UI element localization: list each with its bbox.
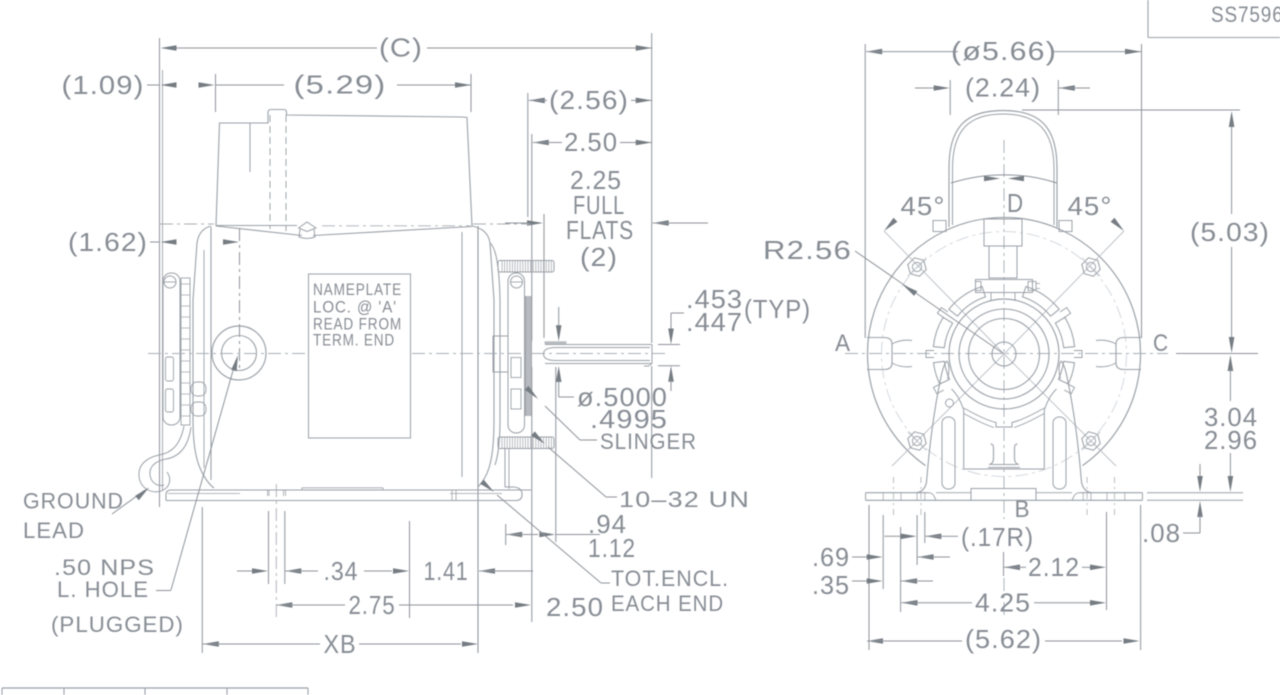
svg-text:1.41: 1.41 xyxy=(424,556,469,586)
svg-text:LEAD: LEAD xyxy=(23,518,85,543)
svg-text:.08: .08 xyxy=(1142,518,1181,548)
svg-text:.453: .453 xyxy=(686,284,743,314)
svg-text:4.25: 4.25 xyxy=(975,588,1031,618)
svg-text:.69: .69 xyxy=(812,542,850,572)
svg-text:.35: .35 xyxy=(812,570,850,600)
svg-text:C: C xyxy=(1153,330,1169,357)
svg-text:1.12: 1.12 xyxy=(588,533,636,563)
svg-text:.94: .94 xyxy=(588,509,627,539)
svg-text:FLATS: FLATS xyxy=(566,215,634,245)
svg-text:(TYP): (TYP) xyxy=(744,294,811,324)
svg-text:TERM. END: TERM. END xyxy=(313,332,395,350)
svg-text:EACH END: EACH END xyxy=(611,591,724,616)
svg-text:2.75: 2.75 xyxy=(349,590,396,620)
svg-text:(C): (C) xyxy=(379,33,423,63)
svg-text:A: A xyxy=(835,330,851,357)
svg-text:(ø5.66): (ø5.66) xyxy=(951,36,1057,66)
svg-text:.50 NPS: .50 NPS xyxy=(54,555,155,580)
svg-text:ø.5000: ø.5000 xyxy=(577,382,668,412)
svg-text:(2.24): (2.24) xyxy=(965,73,1041,103)
svg-text:.447: .447 xyxy=(686,307,743,337)
svg-text:GROUND: GROUND xyxy=(23,489,124,514)
svg-text:(PLUGGED): (PLUGGED) xyxy=(51,612,184,637)
svg-text:LOC. @ 'A': LOC. @ 'A' xyxy=(313,299,397,317)
svg-text:(1.62): (1.62) xyxy=(68,227,148,257)
svg-text:(2.56): (2.56) xyxy=(549,85,629,115)
svg-text:READ FROM: READ FROM xyxy=(313,316,402,334)
svg-text:2.50: 2.50 xyxy=(546,592,604,622)
svg-text:XB: XB xyxy=(324,629,357,659)
svg-text:D: D xyxy=(1007,188,1024,218)
svg-text:L. HOLE: L. HOLE xyxy=(57,577,149,602)
svg-text:(5.03): (5.03) xyxy=(1190,217,1270,247)
svg-text:45°: 45° xyxy=(1068,191,1113,221)
svg-text:3.04: 3.04 xyxy=(1204,402,1258,432)
svg-text:.4995: .4995 xyxy=(590,404,668,434)
svg-text:2.25: 2.25 xyxy=(570,165,622,195)
svg-text:(2): (2) xyxy=(580,242,618,272)
svg-text:45°: 45° xyxy=(901,191,946,221)
svg-text:TOT.ENCL.: TOT.ENCL. xyxy=(611,566,729,591)
svg-text:(1.09): (1.09) xyxy=(62,70,145,100)
svg-text:SS75967: SS75967 xyxy=(1211,2,1280,27)
svg-text:.34: .34 xyxy=(324,556,359,586)
svg-text:(.17R): (.17R) xyxy=(961,522,1034,552)
svg-text:2.96: 2.96 xyxy=(1204,425,1258,455)
svg-text:2.12: 2.12 xyxy=(1028,552,1080,582)
svg-text:2.50: 2.50 xyxy=(564,127,618,157)
svg-text:R2.56: R2.56 xyxy=(763,235,852,265)
svg-text:NAMEPLATE: NAMEPLATE xyxy=(313,281,402,299)
svg-text:10–32 UN: 10–32 UN xyxy=(619,487,750,512)
svg-text:(5.29): (5.29) xyxy=(294,70,387,100)
svg-text:FULL: FULL xyxy=(573,190,625,220)
svg-text:B: B xyxy=(1015,496,1031,523)
svg-text:(5.62): (5.62) xyxy=(965,624,1042,654)
svg-text:SLINGER: SLINGER xyxy=(600,429,697,454)
